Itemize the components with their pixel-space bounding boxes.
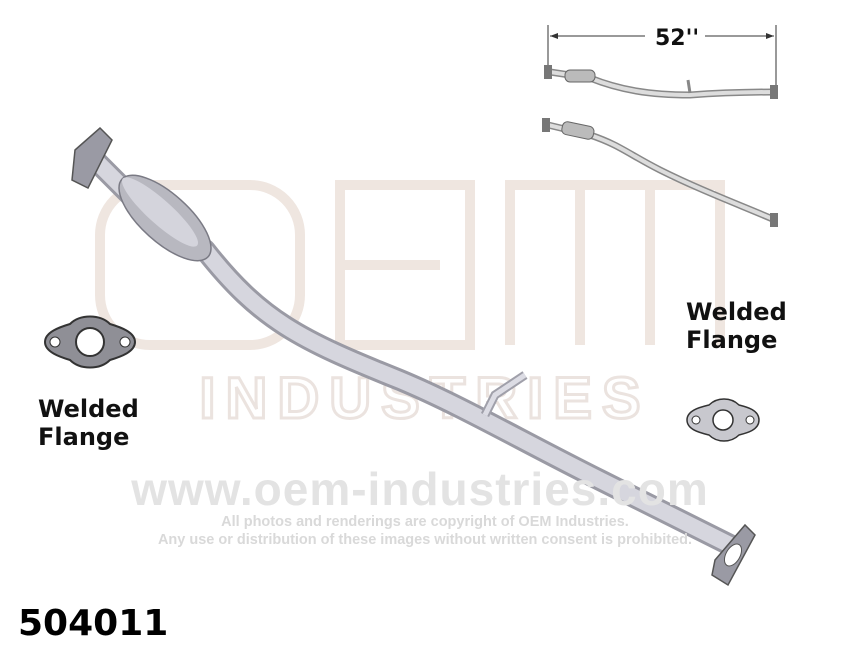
copyright-line-2: Any use or distribution of these images …: [157, 532, 693, 548]
left-flange-icon: [43, 315, 137, 369]
copyright-line-1: All photos and renderings are copyright …: [221, 514, 629, 530]
pipe-side-views: [542, 25, 778, 227]
part-number: 504011: [18, 603, 169, 644]
right-flange-label-line2: Flange: [686, 326, 778, 354]
right-flange-label-line1: Welded: [686, 298, 787, 326]
watermark-url: www.oem-industries.com: [131, 463, 709, 515]
length-dimension: 52'': [655, 26, 700, 51]
left-flange-label-line2: Flange: [38, 423, 130, 451]
left-flange-label-line1: Welded: [38, 395, 139, 423]
right-flange-icon: [686, 398, 760, 442]
